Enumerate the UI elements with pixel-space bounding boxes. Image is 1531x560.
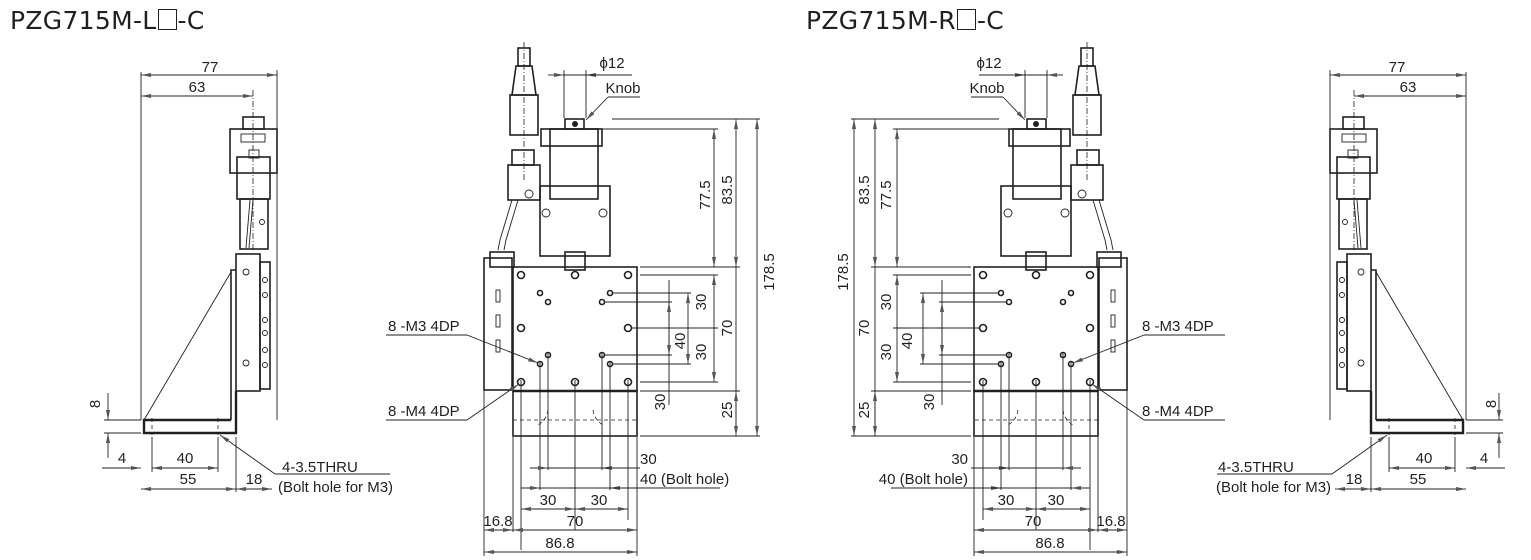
dim-30-top: 30	[640, 451, 657, 468]
dim-40-vert: 40	[899, 333, 916, 350]
note-bolt-hole-line1: 4-3.5THRU	[1218, 459, 1294, 476]
dim-77: 77	[202, 59, 219, 76]
dim-30-left: 30	[540, 492, 557, 509]
title-right-model: PZG715M-R -C	[806, 6, 1004, 35]
dim-83-5: 83.5	[856, 175, 873, 204]
dim-77-5: 77.5	[697, 180, 714, 209]
dim-phi12: ϕ12	[976, 55, 1001, 72]
dim-18: 18	[1346, 471, 1363, 488]
note-m3-holes: 8 -M3 4DP	[1142, 318, 1214, 335]
dim-30-lower: 30	[693, 344, 710, 361]
right-side-view: 77 63 8 40 4 18 55 4-3.5THRU (Bolt hole …	[1216, 59, 1505, 496]
dim-70-vert: 70	[856, 320, 873, 337]
title-left-suffix: -C	[177, 6, 205, 35]
note-m4-holes: 8 -M4 4DP	[1142, 403, 1214, 420]
option-box-icon	[956, 9, 976, 30]
label-knob: Knob	[605, 80, 640, 97]
note-m4-holes: 8 -M4 4DP	[388, 403, 460, 420]
dim-30-left: 30	[998, 492, 1015, 509]
note-bolt-hole-line2: (Bolt hole for M3)	[1216, 479, 1331, 496]
title-right-suffix: -C	[976, 6, 1005, 35]
dim-55: 55	[1410, 471, 1427, 488]
right-front-view: ϕ12 Knob 83.5 77.5 178.5 30 70 40 30 30 …	[835, 42, 1225, 556]
dim-86-8: 86.8	[1035, 535, 1064, 552]
dim-30-right: 30	[1048, 492, 1065, 509]
note-bolt-hole-line1: 4-3.5THRU	[282, 459, 358, 476]
note-bolt-hole-line2: (Bolt hole for M3)	[278, 479, 393, 496]
dim-8: 8	[87, 400, 104, 408]
dim-16-8: 16.8	[1096, 513, 1125, 530]
title-right-prefix: PZG715M-R	[806, 6, 956, 35]
dim-4: 4	[118, 450, 126, 467]
dim-86-8: 86.8	[545, 535, 574, 552]
dim-8: 8	[1483, 400, 1500, 408]
dim-70-width: 70	[1025, 513, 1042, 530]
dim-30-lower: 30	[878, 344, 895, 361]
dim-18: 18	[246, 471, 263, 488]
dim-55: 55	[180, 471, 197, 488]
dim-40: 40	[177, 450, 194, 467]
dim-77: 77	[1389, 59, 1406, 76]
dim-178-5: 178.5	[835, 253, 852, 291]
dim-40-bolt-hole: 40 (Bolt hole)	[640, 471, 729, 488]
dim-63: 63	[1400, 79, 1417, 96]
option-box-icon	[157, 9, 177, 30]
label-knob: Knob	[969, 80, 1004, 97]
dim-63: 63	[189, 79, 206, 96]
dim-40-bolt-hole: 40 (Bolt hole)	[879, 471, 968, 488]
dim-30-top: 30	[951, 451, 968, 468]
dim-77-5: 77.5	[878, 180, 895, 209]
dim-4: 4	[1480, 450, 1488, 467]
left-front-view: ϕ12 Knob	[386, 42, 778, 556]
dim-83-5: 83.5	[719, 175, 736, 204]
dim-70-width: 70	[567, 513, 584, 530]
dim-178-5: 178.5	[761, 253, 778, 291]
title-left-prefix: PZG715M-L	[10, 6, 157, 35]
dim-30-right: 30	[591, 492, 608, 509]
dim-30-upper: 30	[878, 294, 895, 311]
dim-40-vert: 40	[672, 333, 689, 350]
dim-phi12: ϕ12	[599, 55, 624, 72]
dim-70-vert: 70	[719, 320, 736, 337]
dim-30-side: 30	[921, 394, 938, 411]
left-side-view: 77 63 8	[87, 59, 393, 496]
note-m3-holes: 8 -M3 4DP	[388, 318, 460, 335]
title-left-model: PZG715M-L -C	[10, 6, 205, 35]
dim-40: 40	[1416, 450, 1433, 467]
dim-30-upper: 30	[693, 294, 710, 311]
dim-16-8: 16.8	[483, 513, 512, 530]
m3-holes	[536, 289, 614, 368]
dim-30-side: 30	[652, 394, 669, 411]
dim-25: 25	[856, 402, 873, 419]
m4-holes	[516, 270, 633, 387]
dim-25: 25	[719, 402, 736, 419]
